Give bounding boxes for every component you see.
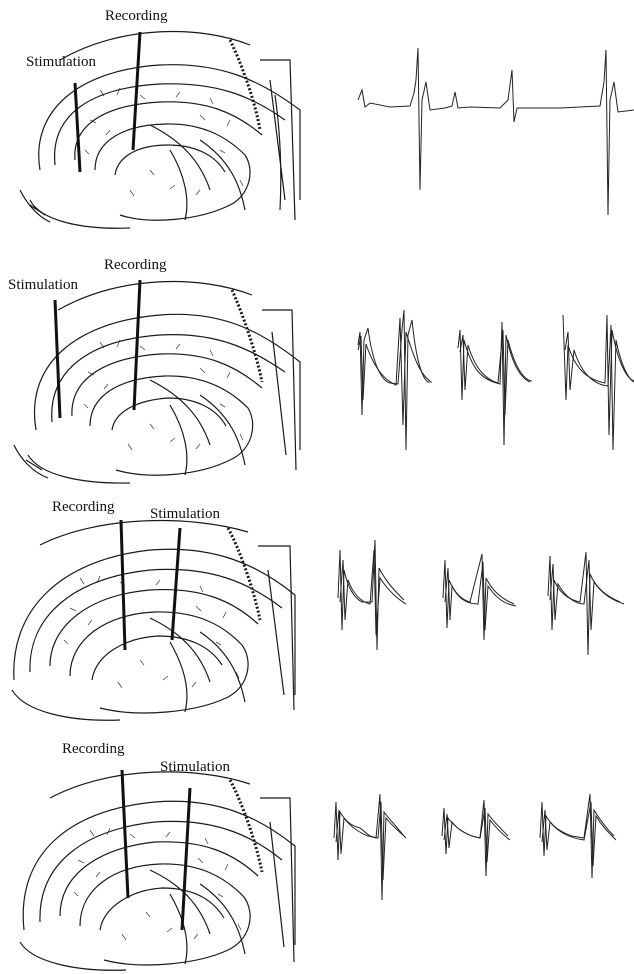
- evoked-response-traces: [0, 490, 634, 730]
- panel-2: Recording Stimulation: [0, 240, 634, 490]
- panel-1: Recording Stimulation: [0, 0, 634, 240]
- evoked-response-trace: [0, 0, 634, 240]
- evoked-response-traces: [0, 730, 634, 974]
- panel-3: Recording Stimulation: [0, 490, 634, 730]
- evoked-response-traces: [0, 240, 634, 490]
- panel-4: Recording Stimulation: [0, 730, 634, 974]
